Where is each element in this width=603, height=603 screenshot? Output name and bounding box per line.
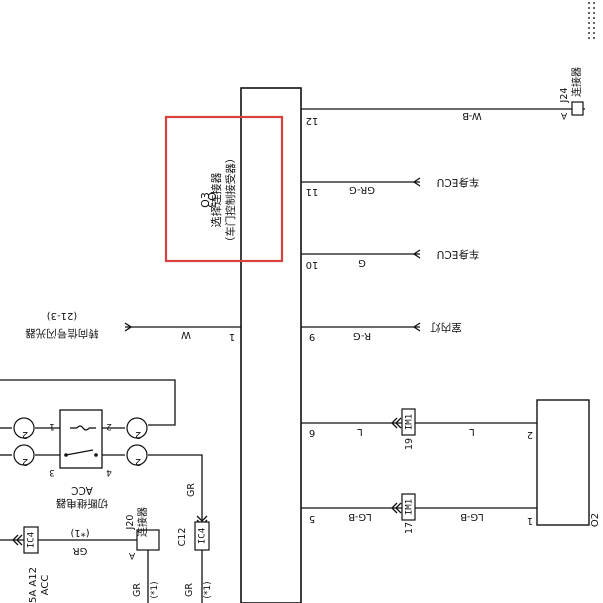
connector-id: O3 [205,192,218,208]
pin-6-wire: 6 L IM1 19 L 2 [301,408,537,450]
im1-label: IM1 [405,499,415,515]
connector-bubble: 2 [135,429,141,440]
pin-number: 10 [306,259,319,270]
pin-11-wire: 11 GR-G 车身ECU [301,176,479,197]
inline-connector-id: C12 [177,528,188,547]
target-label: 车身ECU [437,248,480,261]
cutoff-label-2: ACC [40,575,51,596]
relay-pin: 2 [106,421,112,431]
pin-5-wire: 5 LG-B IM1 17 LG-B 1 [301,493,537,534]
gr-wire-j20: IC4 GR (*1) A J20 连接器 GR (*1) [0,507,160,603]
target-label: 室内灯 [430,321,462,334]
pin-number: 6 [309,427,315,438]
pin-10-wire: 10 G 车身ECU [301,248,479,270]
connector-id: O3 [199,192,212,208]
target-label: 转向信号闪光器 [25,327,99,340]
connector-title: 选择连接器 [209,173,223,228]
j20-id: J20 [125,515,136,531]
module-id: O2 [590,513,601,527]
pin-number: 5 [309,513,315,524]
terminal-letter: A [560,110,567,120]
connector-label: O3 [199,192,212,208]
relay-code: 切断继电器 [55,497,108,510]
wire-color-right: LG-B [460,511,484,522]
wire-note: (*1) [203,581,213,598]
connector-block-o3 [240,87,302,603]
highlight-box [164,115,284,263]
relay-pin: 4 [106,467,112,477]
target-label: 车身ECU [437,176,480,189]
pin-12-wire: 12 W-B A J24 连接器 [301,67,585,126]
cutoff-label: 5A A12 [28,567,39,603]
pin-number: 12 [306,115,319,126]
im1-label: IM1 [405,414,415,430]
wire-color: GR [73,545,88,556]
im1-pin: 19 [404,438,415,450]
wire-color: GR [184,583,195,597]
pin-number: 11 [306,186,319,197]
j20-name: 连接器 [136,507,149,537]
pin-number: 1 [229,331,235,342]
connector-bubble: 2 [22,456,28,467]
inline-connector: IC4 [198,528,208,544]
relay-pin: 3 [49,467,55,477]
im1-connector-19 [401,408,416,436]
inline-connector: IC4 [27,532,37,548]
wire-color-right: L [469,426,475,437]
wire-color: GR [186,483,197,497]
relay-name: ACC [71,484,93,496]
relay-pin: 1 [49,421,55,431]
wire-color: W [181,329,191,340]
wire-color: W-B [462,110,482,121]
target-ref: (21-3) [47,310,78,321]
j24-name: 连接器 [570,67,583,97]
connector-subtitle: （车门控制接受器） [224,153,237,248]
pin-1-wire: 1 W 转向信号闪光器 (21-3) [25,310,241,342]
module-pin: 2 [527,429,533,440]
j24-connector [571,101,584,116]
wire-color: GR [132,583,143,597]
j24-id: J24 [559,88,570,104]
wire-note: (*1) [150,581,160,598]
im1-connector-17 [401,493,416,521]
module-pin: 1 [527,515,533,526]
terminal-letter: A [128,550,135,560]
gr-wire-c12: GR IC4 C12 GR (*1) [148,454,213,603]
connector-bubble: 2 [135,456,141,467]
wire-color: R-G [353,330,371,341]
wire-color: G [358,257,366,268]
pin-9-wire: 9 R-G 室内灯 [301,321,462,342]
connector-bubble: 2 [22,429,28,440]
wire-color: GR-G [349,184,375,195]
module-box [536,399,590,526]
im1-pin: 17 [404,522,415,534]
wire-color-left: L [357,426,363,437]
wire-note: (*1) [70,527,89,538]
acc-cut-relay: 2 2 2 2 1 3 2 4 ACC 切断继电器 [0,379,176,510]
pin-number: 9 [309,331,315,342]
wire-color-left: LG-B [348,511,372,522]
